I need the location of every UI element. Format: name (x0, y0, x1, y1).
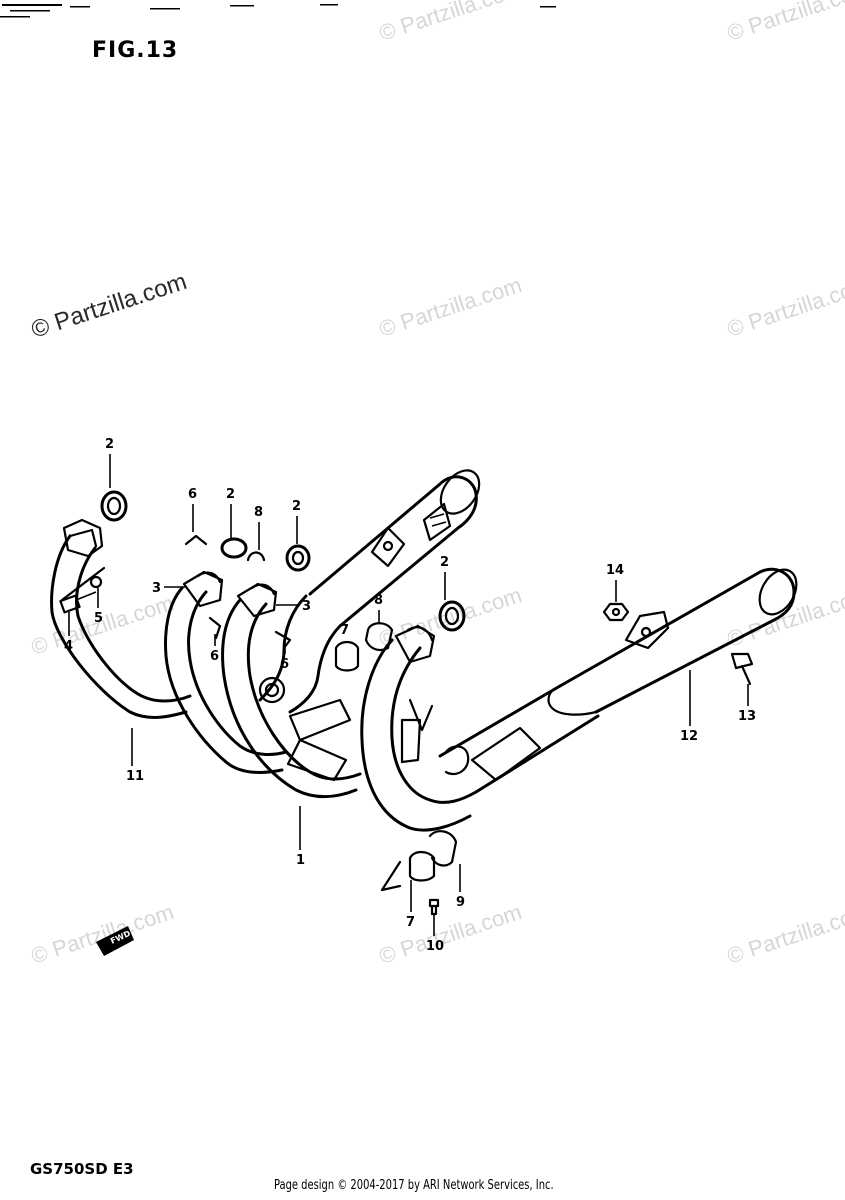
callout-label: 7 (340, 623, 349, 638)
gasket-2[interactable] (285, 544, 311, 572)
callout-label: 10 (426, 939, 444, 954)
muffler-12[interactable] (438, 563, 804, 794)
muffler-left[interactable] (258, 463, 487, 782)
clip-6[interactable] (274, 630, 292, 650)
callout-label: 6 (210, 649, 219, 664)
exhaust-pipe-11[interactable] (50, 518, 192, 719)
callout-label: 12 (680, 729, 698, 744)
clamp-8[interactable] (246, 551, 266, 562)
callout-label: 8 (254, 505, 263, 520)
figure-title: FIG.13 (92, 38, 179, 63)
callout-label: 7 (406, 915, 415, 930)
nut-14[interactable] (602, 602, 630, 622)
sleeve-7[interactable] (334, 640, 360, 672)
exhaust-pipe-inner-left[interactable] (164, 570, 288, 774)
callout-label: 8 (374, 593, 383, 608)
gasket-2[interactable] (100, 490, 128, 522)
callout-label: 9 (456, 895, 465, 910)
callout-label: 6 (188, 487, 197, 502)
callout-label: 2 (292, 499, 301, 514)
clip-6[interactable] (208, 616, 222, 640)
bolt-13[interactable] (730, 652, 754, 686)
callout-label: 4 (64, 639, 73, 654)
callout-label: 3 (152, 581, 161, 596)
callout-label: 13 (738, 709, 756, 724)
callout-label: 5 (94, 611, 103, 626)
exhaust-pipe-front-right[interactable] (360, 624, 478, 832)
bolt-10[interactable] (428, 898, 440, 916)
gasket-2[interactable] (220, 537, 248, 559)
page-footer: Page design © 2004-2017 by ARI Network S… (274, 1178, 554, 1193)
clip-6[interactable] (184, 534, 208, 546)
callout-label: 14 (606, 563, 624, 578)
forward-arrow-icon: FWD (96, 926, 134, 956)
callouts: 2 6 2 8 2 2 14 5 4 3 (64, 437, 756, 954)
gasket-2[interactable] (438, 600, 466, 632)
callout-label: 2 (440, 555, 449, 570)
scan-noise (0, 4, 556, 18)
callout-label: 2 (226, 487, 235, 502)
callout-label: 6 (280, 657, 289, 672)
callout-label: 3 (302, 599, 311, 614)
model-code: GS750SD E3 (30, 1160, 134, 1178)
callout-label: 1 (296, 853, 305, 868)
callout-label: 11 (126, 769, 144, 784)
callout-label: 2 (105, 437, 114, 452)
clamp-9[interactable] (428, 830, 458, 867)
sleeve-7[interactable] (408, 850, 436, 882)
clamp-8[interactable] (364, 622, 394, 651)
